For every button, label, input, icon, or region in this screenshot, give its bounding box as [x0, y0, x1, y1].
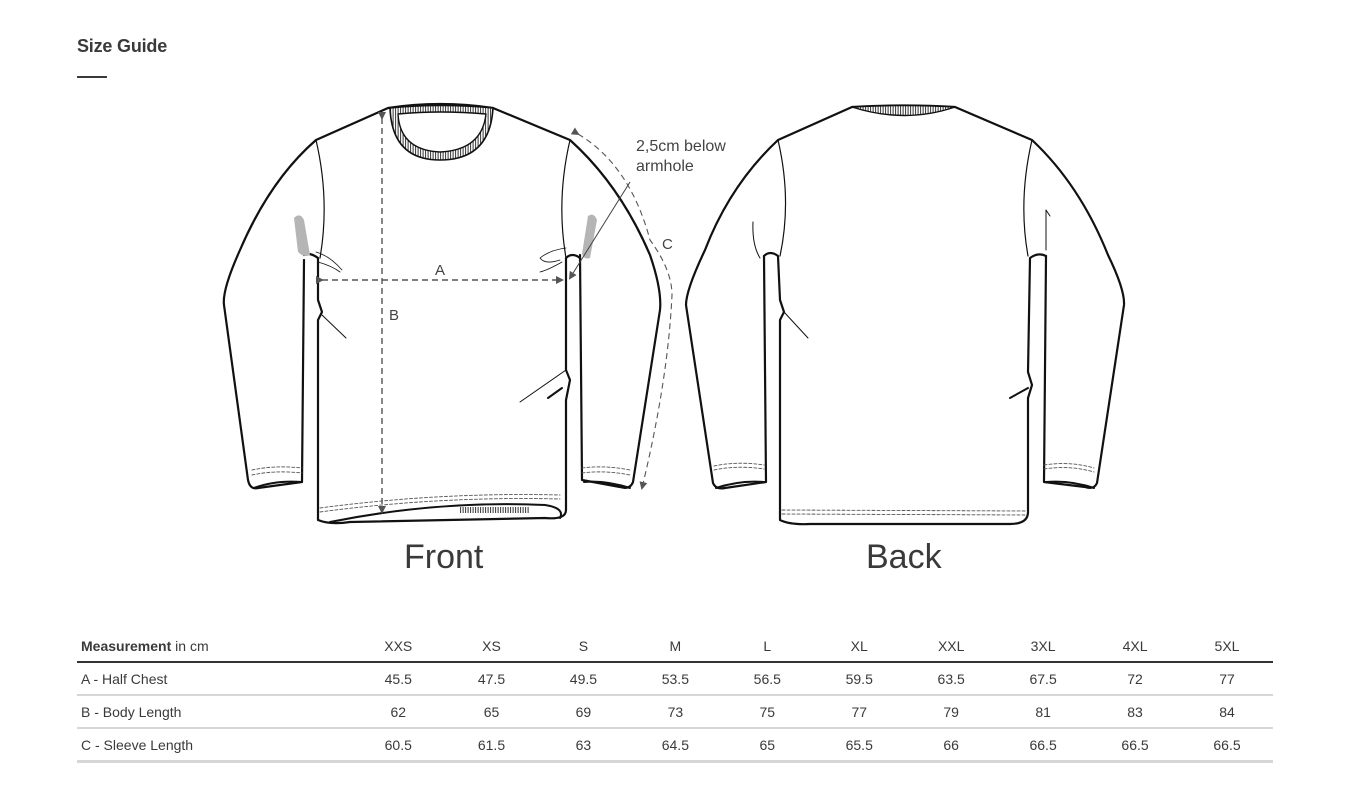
front-shirt — [222, 102, 662, 525]
size-header-5xl: 5XL — [1181, 630, 1273, 663]
annotation-line-1: 2,5cm below — [636, 138, 726, 155]
table-cell: 62 — [351, 695, 446, 729]
back-label: Back — [866, 538, 942, 576]
dimension-lines — [316, 112, 673, 514]
page-title: Size Guide — [77, 36, 168, 56]
table-cell: 69 — [537, 695, 630, 729]
back-shirt — [684, 104, 1126, 526]
front-label: Front — [404, 538, 484, 576]
table-cell: 56.5 — [721, 662, 814, 696]
size-header-xs: XS — [445, 630, 538, 663]
measurement-header: Measurement in cm — [77, 630, 351, 663]
table-cell: 65 — [445, 695, 538, 729]
size-header-3xl: 3XL — [997, 630, 1090, 663]
table-cell: 83 — [1089, 695, 1182, 729]
table-cell: 75 — [721, 695, 814, 729]
table-cell: 64.5 — [629, 728, 722, 763]
measurement-header-unit: in cm — [171, 637, 209, 654]
table-cell: 66.5 — [997, 728, 1090, 763]
garment-illustration — [222, 102, 1126, 526]
table-cell: 45.5 — [351, 662, 446, 696]
row-label: C - Sleeve Length — [77, 728, 351, 763]
table-cell: 79 — [905, 695, 998, 729]
size-header-m: M — [629, 630, 722, 663]
table-cell: 49.5 — [537, 662, 630, 696]
table-row-half-chest: A - Half Chest 45.5 47.5 49.5 53.5 56.5 … — [77, 662, 1273, 696]
table-cell: 53.5 — [629, 662, 722, 696]
table-cell: 66.5 — [1089, 728, 1182, 763]
table-row-body-length: B - Body Length 62 65 69 73 75 77 79 81 … — [77, 695, 1273, 729]
size-header-xl: XL — [813, 630, 906, 663]
table-cell: 63 — [537, 728, 630, 763]
table-cell: 65 — [721, 728, 814, 763]
table-cell: 81 — [997, 695, 1090, 729]
size-header-xxl: XXL — [905, 630, 998, 663]
dimension-label-c: C — [662, 236, 673, 253]
table-cell: 65.5 — [813, 728, 906, 763]
table-header-row: Measurement in cm XXS XS S M L XL XXL 3X… — [77, 630, 1273, 663]
dimension-label-b: B — [389, 307, 400, 324]
table-cell: 61.5 — [445, 728, 538, 763]
table-cell: 66 — [905, 728, 998, 763]
table-cell: 77 — [1181, 662, 1273, 696]
size-header-4xl: 4XL — [1089, 630, 1182, 663]
table-cell: 63.5 — [905, 662, 998, 696]
armhole-annotation: 2,5cm below armhole — [636, 137, 726, 177]
table-cell: 77 — [813, 695, 906, 729]
table-cell: 66.5 — [1181, 728, 1273, 763]
table-cell: 60.5 — [351, 728, 446, 763]
row-label: B - Body Length — [77, 695, 351, 729]
underarm-shade-right — [582, 214, 597, 259]
size-header-xxs: XXS — [351, 630, 446, 663]
title-underline — [77, 76, 107, 78]
table-cell: 67.5 — [997, 662, 1090, 696]
size-header-l: L — [721, 630, 814, 663]
table-cell: 72 — [1089, 662, 1182, 696]
row-label: A - Half Chest — [77, 662, 351, 696]
table-cell: 84 — [1181, 695, 1273, 729]
table-cell: 59.5 — [813, 662, 906, 696]
underarm-shade-left — [294, 215, 310, 256]
dimension-label-a: A — [435, 262, 446, 279]
table-cell: 47.5 — [445, 662, 538, 696]
size-table: Measurement in cm XXS XS S M L XL XXL 3X… — [77, 630, 1273, 763]
size-header-s: S — [537, 630, 630, 663]
table-row-sleeve-length: C - Sleeve Length 60.5 61.5 63 64.5 65 6… — [77, 728, 1273, 763]
measurement-header-bold: Measurement — [81, 637, 172, 654]
table-cell: 73 — [629, 695, 722, 729]
annotation-line-2: armhole — [636, 158, 694, 175]
